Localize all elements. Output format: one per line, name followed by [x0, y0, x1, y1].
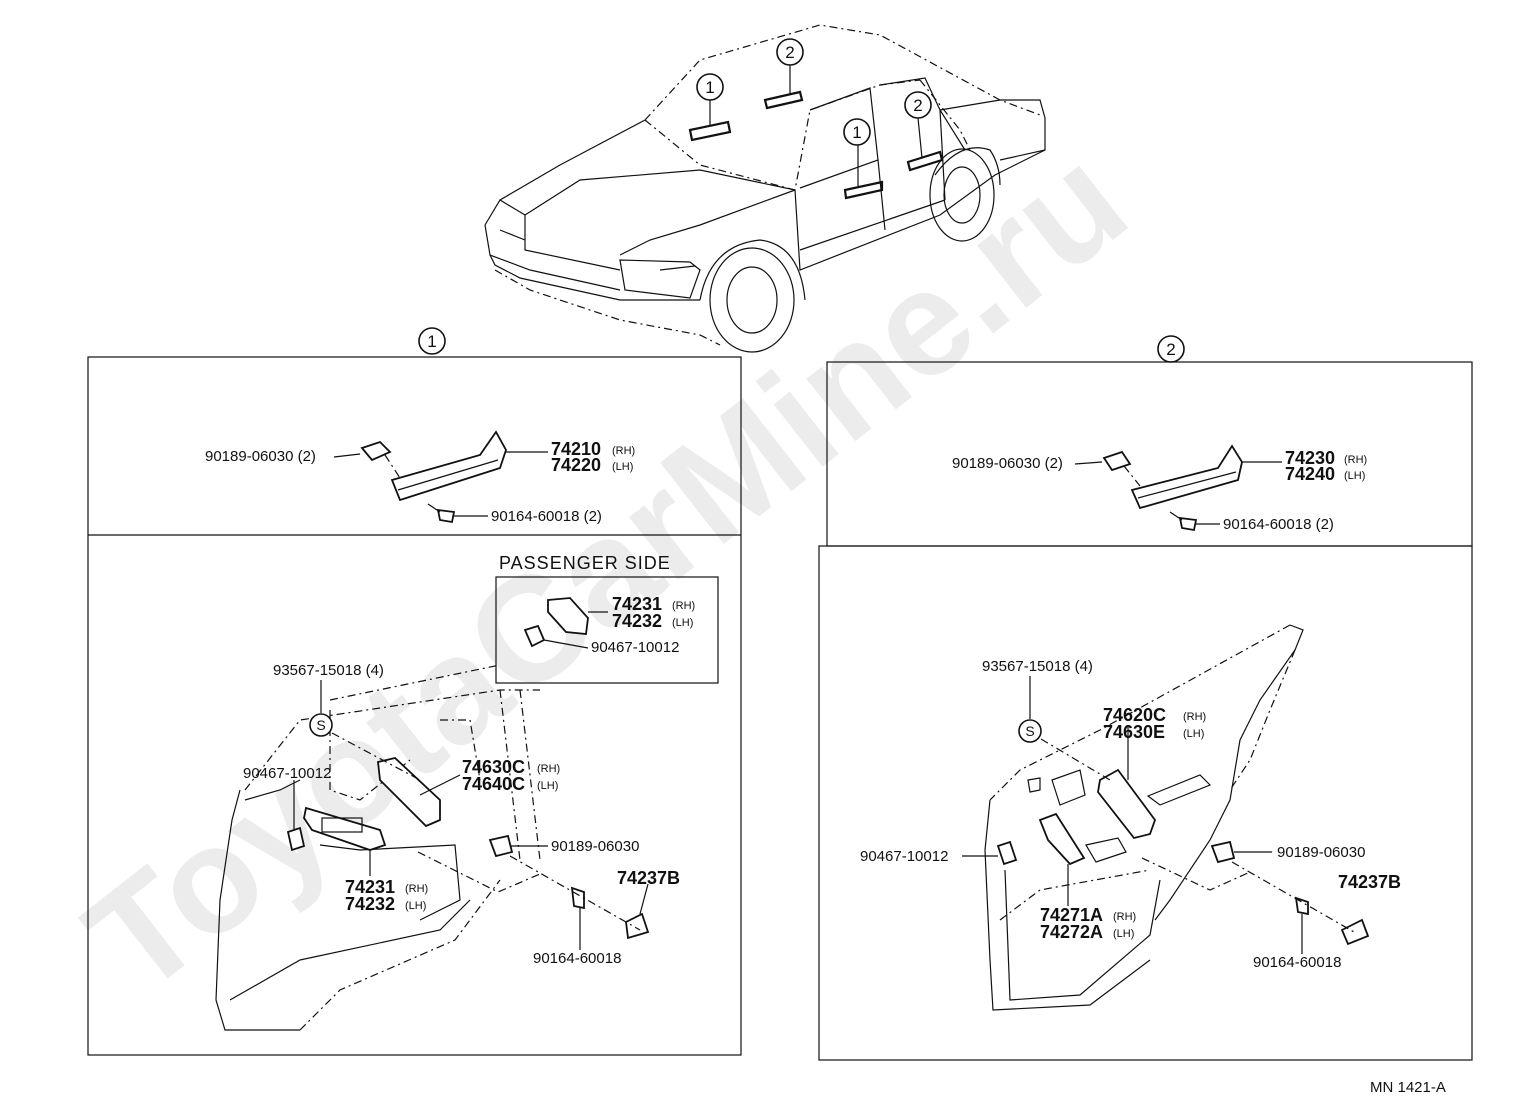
car-marker-2a: 2 — [776, 38, 804, 66]
p2-top-grip-lh-side: (LH) — [1344, 470, 1365, 482]
svg-text:1: 1 — [705, 78, 714, 97]
p1-top-clip-label: 90189-06030 (2) — [205, 448, 316, 465]
panel-1-door-trim: S — [215, 664, 650, 1031]
p2-base-rh-side: (RH) — [1113, 911, 1136, 923]
p1-top-screw-label: 90164-60018 (2) — [491, 508, 602, 525]
p2-base-rh-label: 74271A — [1040, 905, 1103, 925]
car-marker-2b: 2 — [904, 91, 932, 119]
p2-top-grip-rh-label: 74230 — [1285, 448, 1335, 468]
p1-top-grip-lh-label: 74220 — [551, 455, 601, 475]
p1-clip-left-label: 90467-10012 — [243, 765, 331, 782]
p2-clip-right-label: 90189-06030 — [1277, 844, 1365, 861]
panel-1-frame — [87, 356, 742, 1056]
p2-armrest-lh-label: 74630E — [1103, 722, 1165, 742]
p2-base-lh-side: (LH) — [1113, 928, 1134, 940]
svg-text:1: 1 — [852, 123, 861, 142]
p1-s-mark: S — [316, 717, 325, 733]
p2-clip-left-label: 90467-10012 — [860, 848, 948, 865]
document-code: MN 1421-A — [1370, 1079, 1446, 1096]
passenger-side-header: PASSENGER SIDE — [499, 553, 671, 573]
panel-2-top-grip — [1074, 444, 1282, 532]
p1-armrest-lh-label: 74640C — [462, 774, 525, 794]
ps-rh-side: (RH) — [672, 600, 695, 612]
panel-2-bottom-frame — [818, 545, 1473, 1061]
svg-text:2: 2 — [1166, 340, 1175, 359]
panel-1-marker: 1 — [418, 327, 446, 355]
panel-2-marker: 2 — [1157, 335, 1185, 363]
p1-top-grip-lh-side: (LH) — [612, 461, 633, 473]
p2-screw-s-label: 93567-15018 (4) — [982, 658, 1093, 675]
p1-top-grip-rh-side: (RH) — [612, 445, 635, 457]
p2-top-grip-lh-label: 74240 — [1285, 464, 1335, 484]
panel-2-door-trim: S — [962, 624, 1370, 1011]
p2-top-grip-rh-side: (RH) — [1344, 454, 1367, 466]
p1-cap-label: 74237B — [617, 868, 680, 888]
p1-screw-s-label: 93567-15018 (4) — [273, 662, 384, 679]
p1-base-rh-side: (RH) — [405, 883, 428, 895]
p2-cap-label: 74237B — [1338, 872, 1401, 892]
passenger-side-box — [495, 576, 719, 684]
p2-armrest-rh-side: (RH) — [1183, 711, 1206, 723]
p1-base-lh-side: (LH) — [405, 900, 426, 912]
p1-base-lh-label: 74232 — [345, 894, 395, 914]
p2-top-screw-label: 90164-60018 (2) — [1223, 516, 1334, 533]
svg-text:2: 2 — [785, 43, 794, 62]
svg-text:1: 1 — [427, 332, 436, 351]
p1-top-grip-rh-label: 74210 — [551, 439, 601, 459]
p2-armrest-rh-label: 74620C — [1103, 705, 1166, 725]
ps-lh-label: 74232 — [612, 611, 662, 631]
p2-base-lh-label: 74272A — [1040, 922, 1103, 942]
p1-armrest-rh-side: (RH) — [537, 763, 560, 775]
svg-text:2: 2 — [913, 96, 922, 115]
p2-armrest-lh-side: (LH) — [1183, 728, 1204, 740]
p2-top-clip-label: 90189-06030 (2) — [952, 455, 1063, 472]
p1-clip-right-label: 90189-06030 — [551, 838, 639, 855]
car-marker-1b: 1 — [843, 118, 871, 146]
p1-screw-label: 90164-60018 — [533, 950, 621, 967]
p2-s-mark: S — [1025, 723, 1034, 739]
p2-screw-label: 90164-60018 — [1253, 954, 1341, 971]
ps-lh-side: (LH) — [672, 617, 693, 629]
passenger-side-part — [523, 597, 608, 649]
ps-rh-label: 74231 — [612, 594, 662, 614]
car-marker-1a: 1 — [696, 73, 724, 101]
p1-armrest-lh-side: (LH) — [537, 780, 558, 792]
p1-base-rh-label: 74231 — [345, 877, 395, 897]
ps-clip-label: 90467-10012 — [591, 639, 679, 656]
car-illustration — [484, 24, 1046, 353]
panel-1-top-grip — [333, 430, 548, 524]
p1-armrest-rh-label: 74630C — [462, 757, 525, 777]
